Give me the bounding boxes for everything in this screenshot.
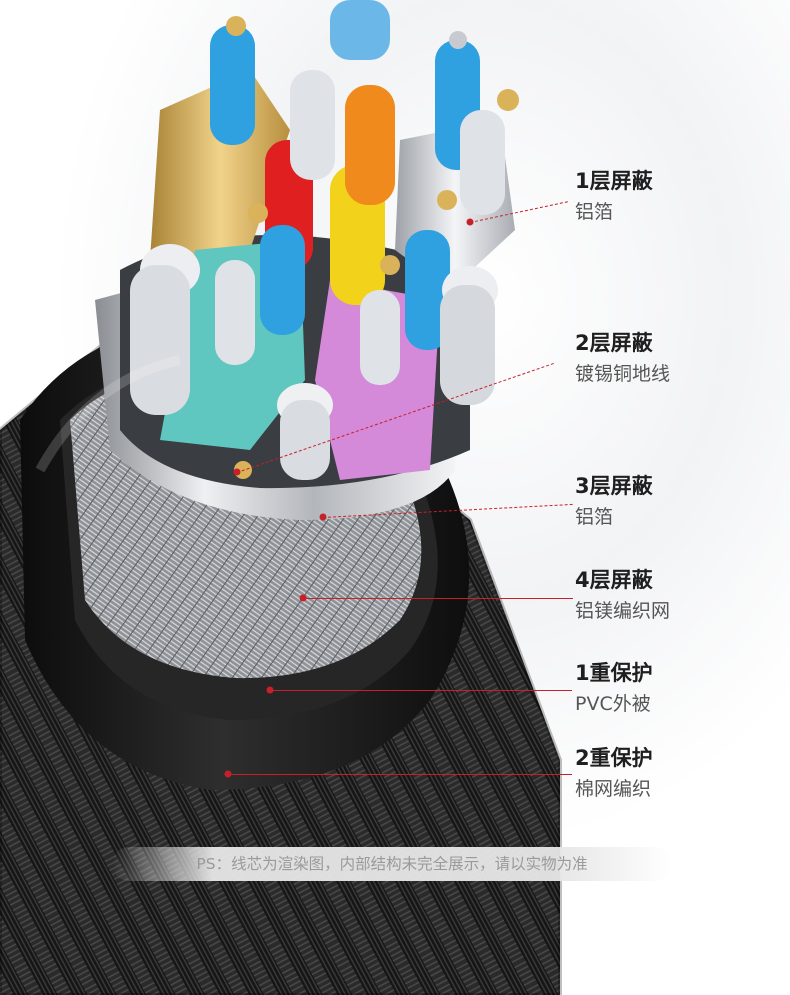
label-subtitle: 棉网编织	[575, 778, 652, 800]
label-title: 2重保护	[575, 746, 653, 770]
leader-line-6	[228, 774, 572, 775]
label-subtitle: 铝箔	[575, 201, 614, 223]
label-protection-2: 2重保护 棉网编织	[575, 745, 780, 802]
label-subtitle: 铝镁编织网	[575, 600, 671, 622]
wire-bundle	[130, 0, 519, 480]
leader-line-5	[270, 690, 572, 691]
label-title: 1层屏蔽	[575, 169, 653, 193]
label-layer-3: 3层屏蔽 铝箔	[575, 473, 780, 530]
label-subtitle: PVC外被	[575, 693, 651, 715]
label-layer-4: 4层屏蔽 铝镁编织网	[575, 567, 780, 624]
disclaimer-note: PS：线芯为渲染图，内部结构未完全展示，请以实物为准	[112, 847, 672, 881]
label-layer-2: 2层屏蔽 镀锡铜地线	[575, 330, 780, 387]
label-subtitle: 镀锡铜地线	[575, 363, 671, 385]
label-layer-1: 1层屏蔽 铝箔	[575, 168, 780, 225]
label-subtitle: 铝箔	[575, 506, 614, 528]
label-title: 3层屏蔽	[575, 474, 653, 498]
leader-line-4	[303, 598, 573, 599]
label-title: 2层屏蔽	[575, 331, 653, 355]
label-protection-1: 1重保护 PVC外被	[575, 660, 780, 717]
label-title: 4层屏蔽	[575, 568, 653, 592]
label-title: 1重保护	[575, 661, 653, 685]
